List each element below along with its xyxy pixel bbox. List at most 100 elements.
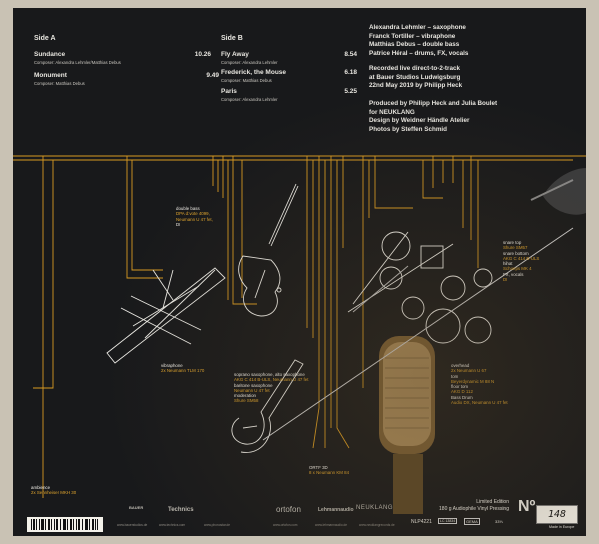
label-title: double bass — [176, 206, 200, 211]
label-ortf: ORTF 3D 8 x Neumann KM 84 — [309, 465, 349, 476]
lehmannaudio-logo: Lehmannaudio — [318, 507, 354, 513]
saxophone-drawing — [231, 359, 304, 453]
credit-line: Recorded live direct-to-2-track — [369, 65, 460, 72]
label-line: Bass Drum — [451, 394, 473, 400]
track-title: Fly Away — [221, 51, 249, 58]
label-title: ambience — [31, 485, 51, 490]
track-composer: Composer: Alexandra Lehmler/Matthias Deb… — [34, 60, 121, 65]
ortofon-logo: ortofon — [276, 505, 301, 514]
label-line: Shure SM57 — [503, 245, 528, 251]
label-vibraphone: vibraphone 2x Neumann TLM 170 — [161, 363, 204, 374]
record-sleeve-back: Side A Sundance Composer: Alexandra Lehm… — [13, 8, 586, 536]
credit-line: Alexandra Lehmler – saxophone — [369, 24, 466, 31]
side-a-heading: Side A — [34, 35, 56, 42]
label-line: overhead — [451, 363, 470, 368]
gema-logo: GEMA — [464, 518, 480, 525]
vibraphone-drawing — [106, 267, 226, 364]
edition-line: 180 g Audiophile Vinyl Pressing — [439, 505, 509, 512]
bauer-logo: BAUER — [129, 505, 144, 510]
track-composer: Composer: Alexandra Lehmler — [221, 97, 278, 102]
label-extra: DI — [176, 221, 181, 227]
credit-line: for NEUKLANG — [369, 108, 415, 116]
credits-recording: Recorded live direct-to-2-track at Bauer… — [369, 65, 462, 91]
lc-code: LC 13834 — [438, 518, 458, 524]
technics-logo: Technics — [168, 507, 194, 513]
label-line: hihat — [503, 261, 513, 267]
label-line: FX, vocals — [503, 271, 524, 277]
edition-info: Limited Edition 180 g Audiophile Vinyl P… — [411, 499, 509, 512]
label-line: Beyerdynamic M 88 N — [451, 378, 495, 384]
credit-line: Produced by Philipp Heck and Julia Boule… — [369, 100, 498, 107]
track-duration: 8.54 — [344, 51, 357, 58]
track-title: Monument — [34, 72, 67, 79]
made-in: Made in Europe — [549, 525, 575, 529]
credit-line: Franck Tortiller – vibraphone — [369, 32, 456, 40]
url-text: www.ortofon.com — [273, 523, 298, 527]
label-title: vibraphone — [161, 363, 183, 368]
label-title: ORTF 3D — [309, 465, 328, 470]
drum-kit-drawing — [347, 231, 493, 344]
label-line: AKG C 414 B-ULS, Neumann U 47 fet — [234, 377, 309, 383]
copyright: ℗ © 2020 — [549, 519, 565, 523]
track-composer: Composer: Alexandra Lehmler — [221, 60, 278, 65]
edition-number-sticker: 148 — [536, 505, 578, 524]
url-text: www.phonostar.de — [204, 523, 231, 527]
track-composer: Composer: Matthias Debus — [34, 81, 85, 86]
url-text: www.neuklangrecords.de — [359, 523, 395, 527]
track-title: Frederick, the Mouse — [221, 69, 287, 76]
track-title: Paris — [221, 88, 237, 95]
label-mic: 8 x Neumann KM 84 — [309, 470, 350, 476]
label-snare: snare top Shure SM57 snare bottom AKG C … — [503, 240, 539, 282]
label-mic: 2x Sennheiser MKH 30 — [31, 490, 77, 496]
side-b-heading: Side B — [221, 35, 243, 42]
label-line: AKG D 112 — [451, 389, 473, 395]
label-line: baritone saxophone — [234, 382, 273, 388]
label-line: Audio DX, Neumann U 47 fet — [451, 400, 508, 406]
label-ambience: ambience 2x Sennheiser MKH 30 — [31, 485, 76, 496]
label-line: moderation — [234, 393, 256, 399]
label-line: DI — [503, 277, 508, 283]
label-mic: Neumann U 47 fet, — [176, 216, 213, 222]
signal-wiring — [13, 155, 586, 498]
barcode — [27, 517, 103, 532]
track-duration: 5.25 — [344, 88, 357, 95]
label-line: snare bottom — [503, 250, 529, 256]
label-line: floor tom — [451, 384, 469, 390]
catalog-number: NLP4221 — [411, 519, 432, 525]
track-duration: 10.26 — [194, 51, 211, 58]
credit-line: at Bauer Studios Ludwigsburg — [369, 73, 461, 81]
label-line: 2x Neumann U 67 — [451, 368, 487, 374]
credit-line: 22nd May 2019 by Philipp Heck — [369, 82, 463, 90]
speed-rpm: 33⅓ — [495, 519, 503, 524]
label-line: snare top — [503, 240, 522, 245]
credit-line: Photos by Steffen Schmid — [369, 125, 448, 133]
label-double-bass: double bass DPA d:vote 4099, Neumann U 4… — [176, 206, 213, 227]
number-prefix: Nº — [518, 498, 536, 515]
credit-line: Design by Weidner Händle Atelier — [369, 117, 470, 125]
label-line: tom — [451, 373, 459, 379]
microphone-photo — [262, 168, 586, 514]
stage-plot-illustration — [13, 155, 586, 514]
label-mic: 2x Neumann TLM 170 — [161, 368, 205, 374]
url-text: www.bauerstudios.de — [117, 523, 148, 527]
double-bass-drawing — [238, 183, 299, 317]
label-mic: DPA d:vote 4099, — [176, 211, 210, 217]
neuklang-logo: NEUKLANG — [356, 505, 394, 511]
url-text: www.lehmannaudio.de — [315, 523, 348, 527]
label-line: Neumann U 47 fet — [234, 387, 270, 393]
credit-line: Matthias Debus – double bass — [369, 41, 460, 49]
credits-musicians: Alexandra Lehmler – saxophone Franck Tor… — [369, 24, 468, 58]
track-title: Sundance — [34, 51, 66, 58]
credit-line: Patrice Héral – drums, FX, vocals — [369, 49, 469, 57]
label-line: Shure SM58 — [234, 398, 259, 404]
edition-line: Limited Edition — [476, 499, 509, 505]
edition-number: 148 — [547, 509, 567, 520]
label-line: AKG C 414 B-ULS — [503, 255, 540, 261]
credits-production: Produced by Philipp Heck and Julia Boule… — [369, 100, 497, 134]
label-saxophone: soprano saxophone, alto saxophone AKG C … — [234, 372, 308, 404]
track-duration: 9.49 — [206, 72, 219, 79]
track-duration: 6.18 — [344, 69, 357, 76]
track-composer: Composer: Matthias Debus — [221, 78, 272, 83]
url-text: www.technics.com — [159, 523, 186, 527]
label-line: soprano saxophone, alto saxophone — [234, 372, 305, 377]
